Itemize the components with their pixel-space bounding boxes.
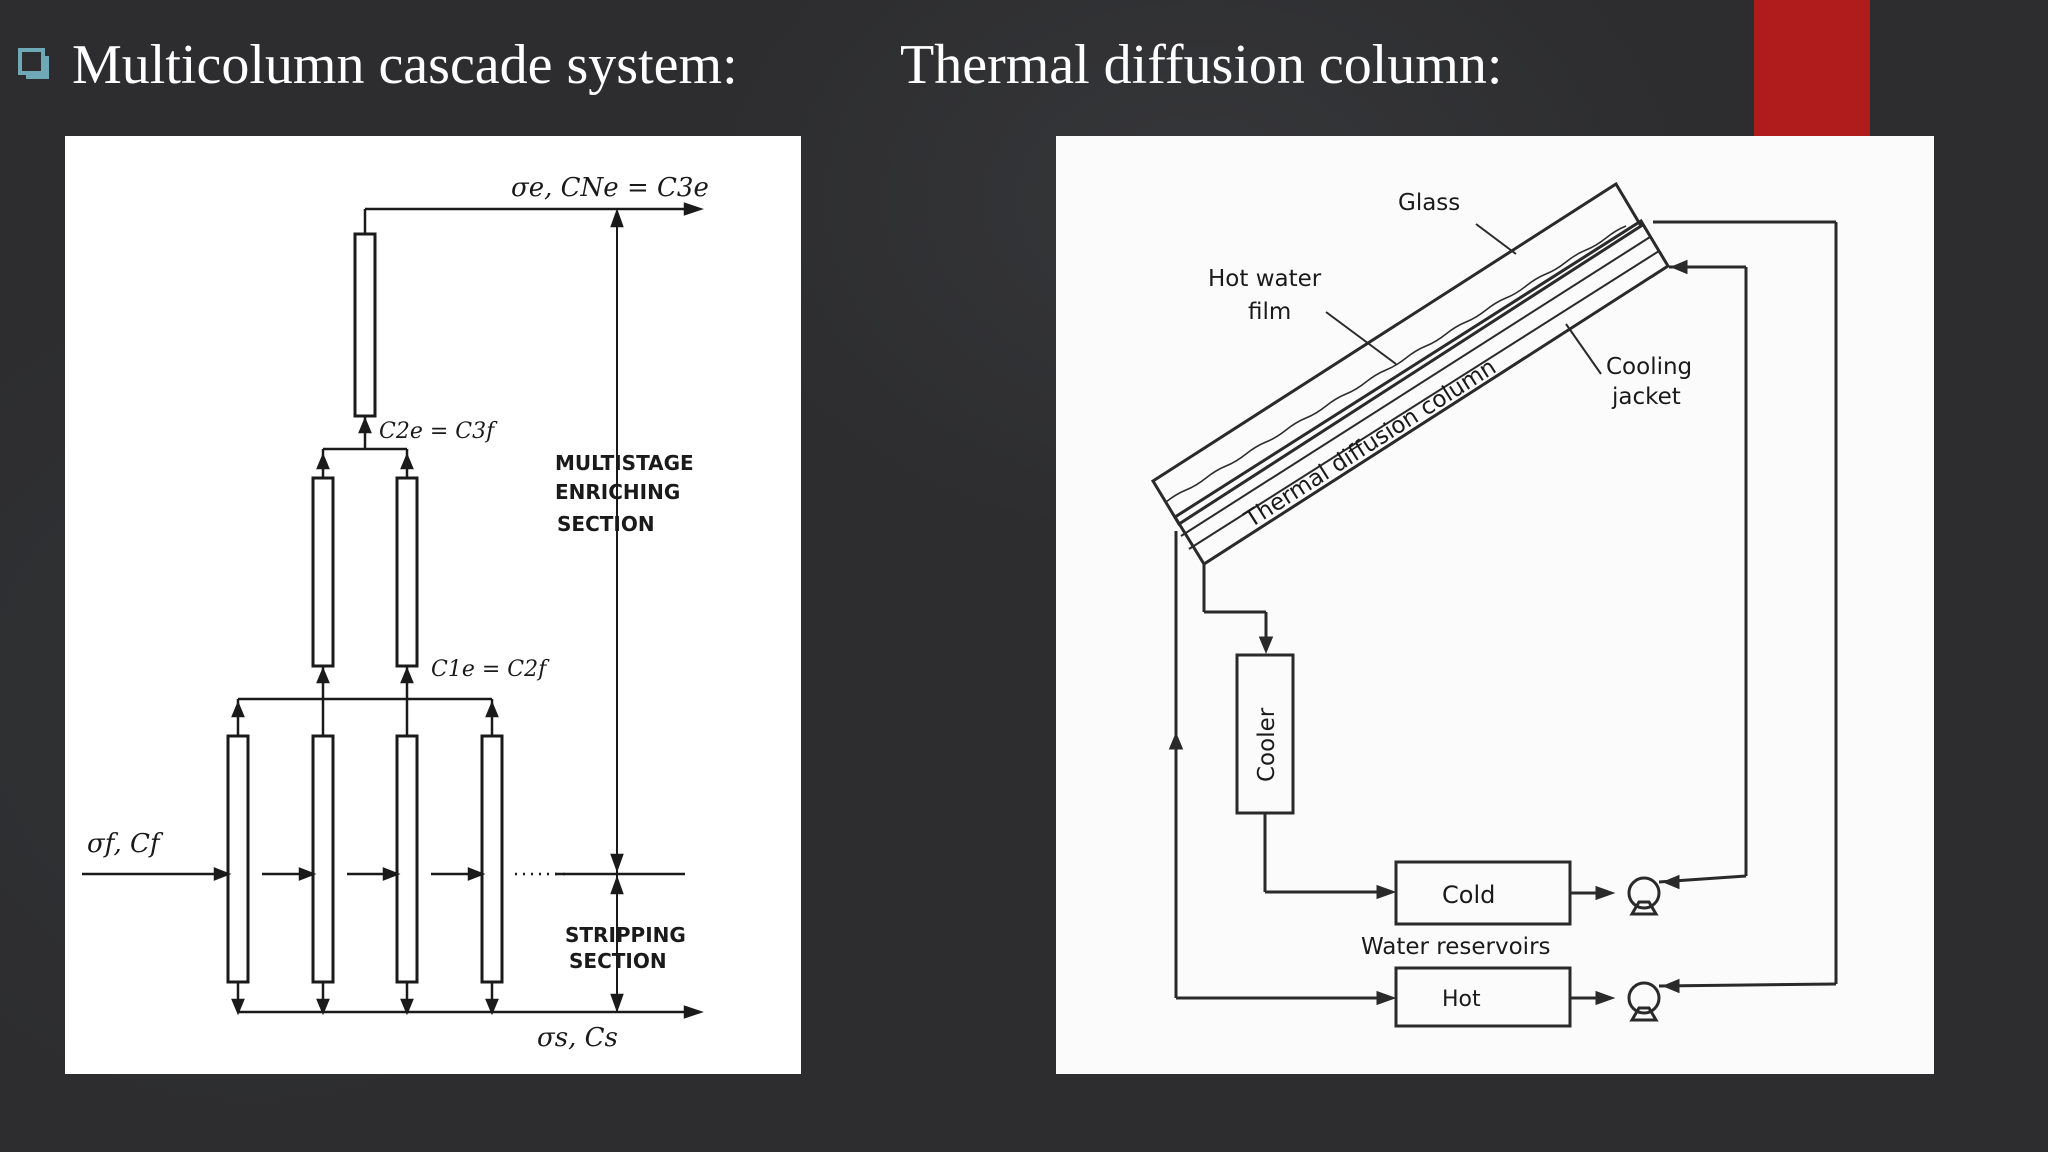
left-heading: Multicolumn cascade system: <box>72 34 738 96</box>
cascade-diagram-panel: σe, CNe = C3e C2e = C3f C1e = C2f σf, Cf… <box>65 136 801 1074</box>
mid-upper-label: C2e = C3f <box>379 419 498 444</box>
glass-label: Glass <box>1398 190 1460 216</box>
svg-text:Cooling: Cooling <box>1606 354 1692 380</box>
svg-text:Hot water: Hot water <box>1208 266 1322 292</box>
svg-text:film: film <box>1248 299 1291 325</box>
svg-text:jacket: jacket <box>1611 384 1681 410</box>
svg-text:ENRICHING: ENRICHING <box>555 480 680 504</box>
accent-bar <box>1754 0 1870 136</box>
svg-text:STRIPPING: STRIPPING <box>565 923 686 947</box>
bottom-output-label: σs, Cs <box>537 1023 618 1053</box>
thermal-diagram: Glass Hot water film Thermal diffusion c… <box>1150 181 1838 1028</box>
right-heading: Thermal diffusion column: <box>900 34 1503 96</box>
hot-water-film-label: Hot water film <box>1208 266 1322 325</box>
thermal-diagram-panel: Glass Hot water film Thermal diffusion c… <box>1056 136 1934 1074</box>
cooler-label: Cooler <box>1254 707 1280 782</box>
enriching-section-label: MULTISTAGE ENRICHING SECTION <box>555 451 694 536</box>
feed-label: σf, Cf <box>87 829 164 859</box>
cooling-jacket-label: Cooling jacket <box>1606 354 1692 410</box>
reservoirs-label: Water reservoirs <box>1361 934 1551 960</box>
svg-text:MULTISTAGE: MULTISTAGE <box>555 451 694 475</box>
top-output-label: σe, CNe = C3e <box>511 173 709 203</box>
cold-label: Cold <box>1442 881 1495 909</box>
svg-text:SECTION: SECTION <box>557 512 655 536</box>
checkbox-bullet-icon <box>18 48 49 79</box>
svg-text:SECTION: SECTION <box>569 949 667 973</box>
cascade-diagram: σe, CNe = C3e C2e = C3f C1e = C2f σf, Cf… <box>82 173 709 1053</box>
column-label: Thermal diffusion column <box>1239 354 1500 534</box>
hot-label: Hot <box>1442 987 1481 1012</box>
mid-lower-label: C1e = C2f <box>431 657 550 682</box>
stripping-section-label: STRIPPING SECTION <box>565 923 686 973</box>
